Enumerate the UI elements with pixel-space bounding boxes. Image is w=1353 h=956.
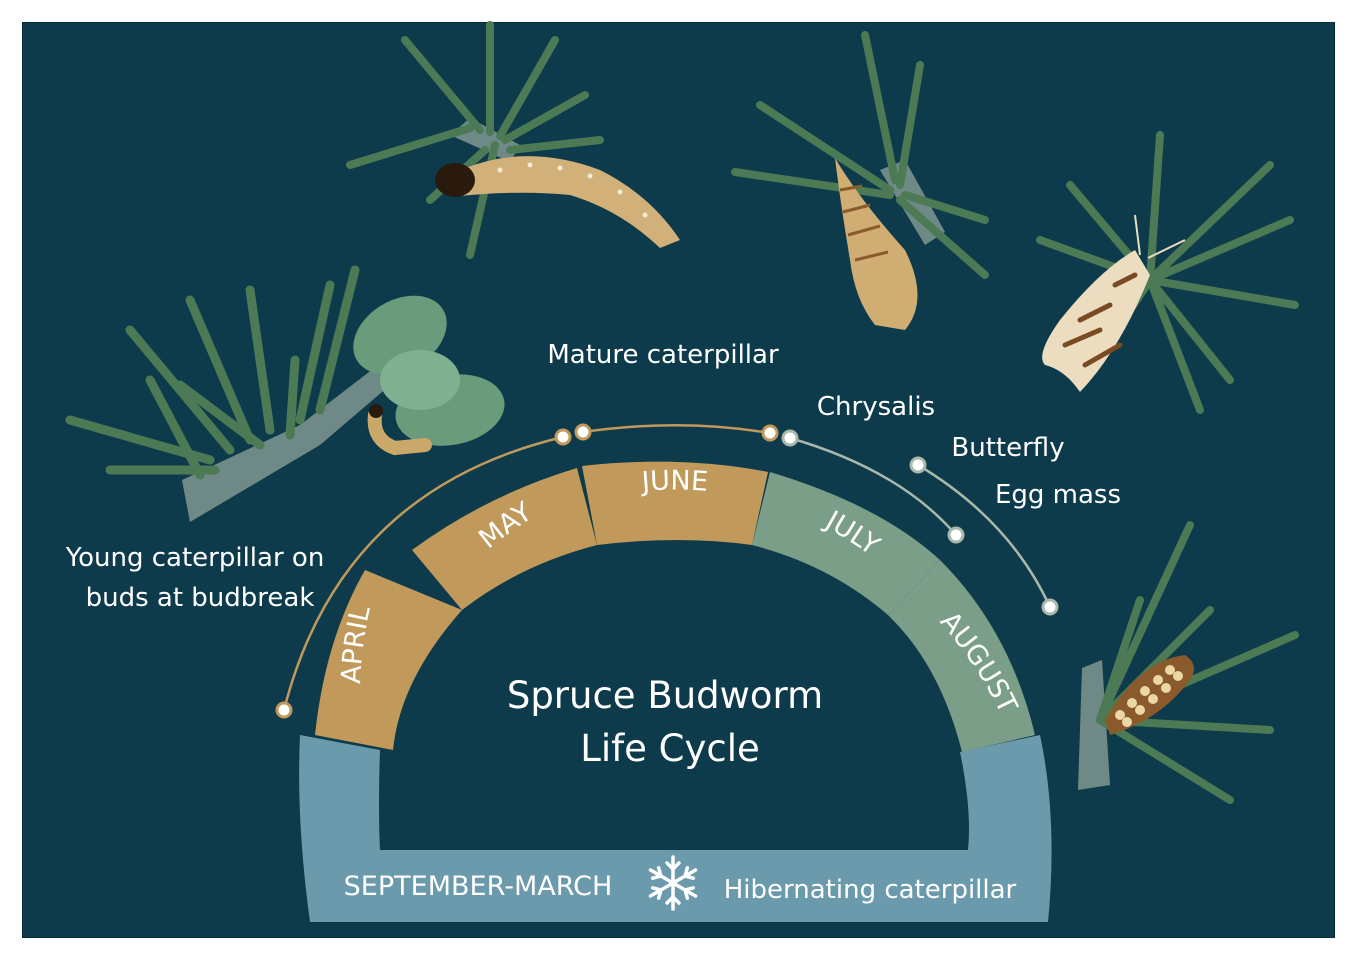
label-egg-mass: Egg mass (995, 480, 1121, 510)
label-winter: SEPTEMBER-MARCH (344, 871, 613, 902)
chrysalis-illustration (735, 35, 985, 330)
segment-april (315, 570, 462, 750)
label-hibernating-caterpillar: Hibernating caterpillar (724, 875, 1017, 905)
label-young-caterpillar-line1: Young caterpillar on (65, 543, 325, 573)
butterfly-illustration (1040, 135, 1295, 410)
label-mature-caterpillar: Mature caterpillar (547, 340, 779, 370)
timeline-arc-caterpillar (284, 437, 563, 710)
buds (339, 280, 510, 454)
timeline-arc-mature (583, 425, 770, 433)
moth-wings (1042, 250, 1150, 392)
label-chrysalis: Chrysalis (817, 392, 935, 422)
label-butterfly: Butterfly (951, 433, 1064, 463)
title-line2: Life Cycle (580, 727, 760, 770)
egg-mass-illustration (1078, 525, 1295, 800)
label-young-caterpillar-line2: buds at budbreak (86, 583, 315, 613)
mature-caterpillar-illustration (350, 25, 680, 255)
title-line1: Spruce Budworm (507, 674, 823, 717)
